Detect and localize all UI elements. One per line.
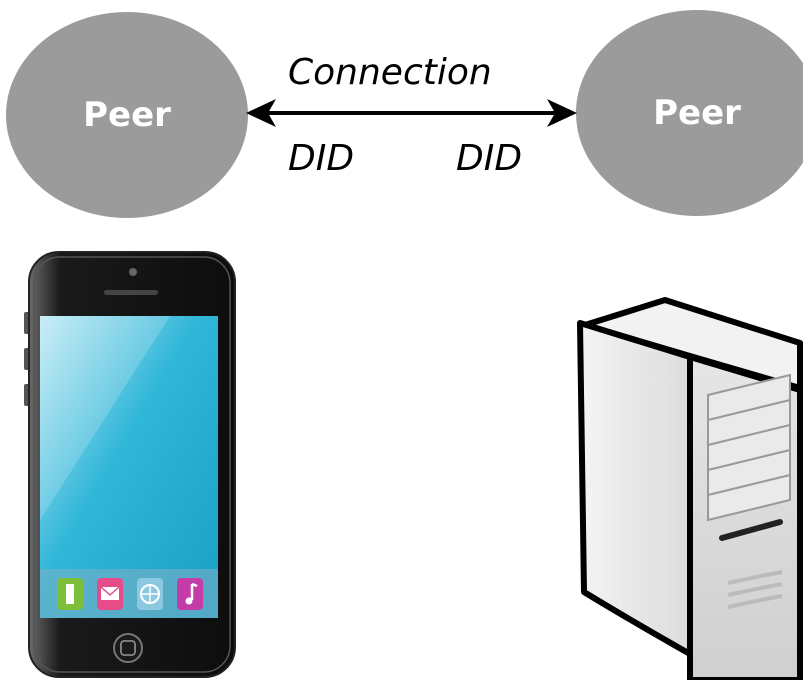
peer-node-left: Peer (6, 12, 248, 218)
did-label-right: DID (456, 138, 523, 179)
phone-icon (24, 251, 236, 678)
peer-label-left: Peer (83, 95, 171, 135)
connection-arrow (246, 99, 577, 127)
peer-node-right: Peer (576, 10, 803, 216)
connection-label: Connection (288, 52, 492, 93)
peer-label-right: Peer (653, 93, 741, 133)
did-label-left: DID (288, 138, 355, 179)
server-tower-icon (577, 297, 803, 680)
